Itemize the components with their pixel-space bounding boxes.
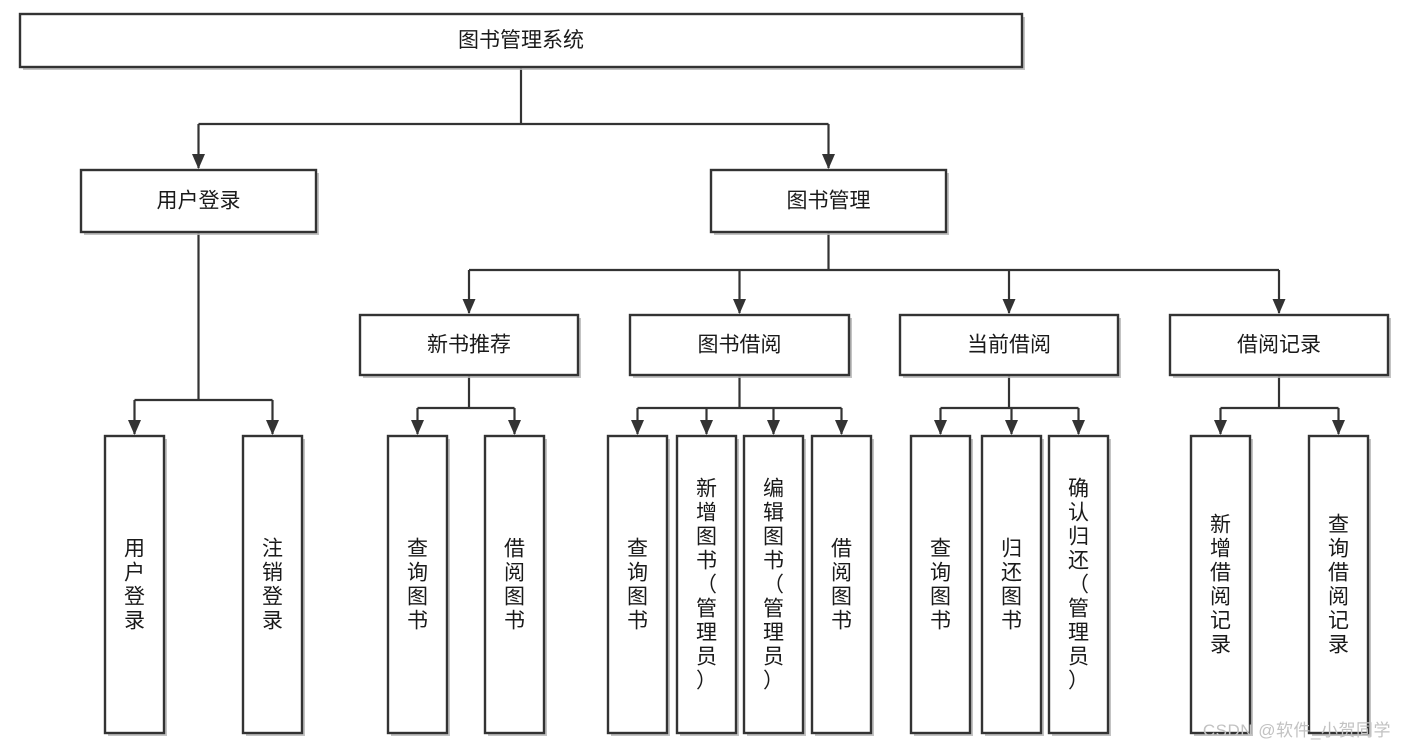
arrow-head-icon	[192, 154, 205, 169]
node-level2-1[interactable]: 图书管理	[709, 168, 949, 235]
arrow-head-icon	[1332, 420, 1345, 435]
node-level3-2[interactable]: 当前借阅	[898, 313, 1121, 378]
node-root-system[interactable]: 图书管理系统	[18, 12, 1025, 70]
node-leaf-2[interactable]: 查询图书	[386, 434, 450, 736]
node-label: 注销登录	[262, 538, 283, 633]
arrow-head-icon	[1002, 299, 1016, 314]
arrow-head-icon	[733, 299, 746, 314]
arrow-head-icon	[411, 420, 424, 435]
arrow-head-icon	[462, 299, 476, 314]
node-label: 借阅记录	[1237, 334, 1321, 357]
arrow-head-icon	[128, 420, 141, 435]
csdn-watermark: CSDN @软件_小贺同学	[1202, 721, 1391, 740]
node-leaf-6[interactable]: 编辑图书（管理员）	[742, 434, 806, 736]
node-leaf-12[interactable]: 查询借阅记录	[1307, 434, 1371, 736]
node-leaf-8[interactable]: 查询图书	[909, 434, 973, 736]
node-label: 借阅图书	[504, 538, 525, 633]
arrow-head-icon	[700, 420, 713, 435]
node-label: 查询图书	[627, 538, 648, 633]
node-leaf-1[interactable]: 注销登录	[241, 434, 305, 736]
arrow-head-icon	[508, 420, 521, 435]
arrow-head-icon	[266, 420, 279, 435]
node-label: 新增图书（管理员）	[696, 478, 717, 693]
node-level3-1[interactable]: 图书借阅	[628, 313, 852, 378]
arrow-head-icon	[1072, 420, 1085, 435]
arrow-head-icon	[1214, 420, 1227, 435]
node-level3-3[interactable]: 借阅记录	[1168, 313, 1391, 378]
node-label: 新书推荐	[427, 334, 511, 357]
node-label: 新增借阅记录	[1210, 514, 1231, 657]
node-leaf-9[interactable]: 归还图书	[980, 434, 1044, 736]
node-label: 查询图书	[407, 538, 428, 633]
node-label: 用户登录	[124, 538, 145, 633]
node-label: 图书借阅	[698, 334, 782, 357]
node-label: 当前借阅	[967, 334, 1051, 357]
arrow-head-icon	[835, 420, 848, 435]
node-leaf-7[interactable]: 借阅图书	[810, 434, 874, 736]
node-leaf-3[interactable]: 借阅图书	[483, 434, 547, 736]
node-leaf-5[interactable]: 新增图书（管理员）	[675, 434, 739, 736]
node-label: 确认归还（管理员）	[1068, 478, 1089, 693]
node-leaf-11[interactable]: 新增借阅记录	[1189, 434, 1253, 736]
node-label: 编辑图书（管理员）	[763, 478, 784, 693]
node-layer: 图书管理系统用户登录图书管理新书推荐图书借阅当前借阅借阅记录用户登录注销登录查询…	[18, 12, 1391, 736]
node-leaf-0[interactable]: 用户登录	[103, 434, 167, 736]
connector-layer	[128, 67, 1345, 435]
node-label: 图书管理	[787, 190, 871, 213]
node-label: 借阅图书	[831, 538, 852, 633]
arrow-head-icon	[1272, 299, 1286, 314]
node-label: 查询图书	[930, 538, 951, 633]
arrow-head-icon	[767, 420, 780, 435]
node-label: 归还图书	[1001, 538, 1022, 633]
arrow-head-icon	[1005, 420, 1018, 435]
node-label: 查询借阅记录	[1328, 514, 1349, 657]
node-label: 用户登录	[157, 190, 241, 213]
node-leaf-4[interactable]: 查询图书	[606, 434, 670, 736]
node-level2-0[interactable]: 用户登录	[79, 168, 319, 235]
node-label: 图书管理系统	[458, 29, 584, 52]
arrow-head-icon	[934, 420, 947, 435]
arrow-head-icon	[822, 154, 835, 169]
arrow-head-icon	[631, 420, 644, 435]
node-level3-0[interactable]: 新书推荐	[358, 313, 581, 378]
node-leaf-10[interactable]: 确认归还（管理员）	[1047, 434, 1111, 736]
